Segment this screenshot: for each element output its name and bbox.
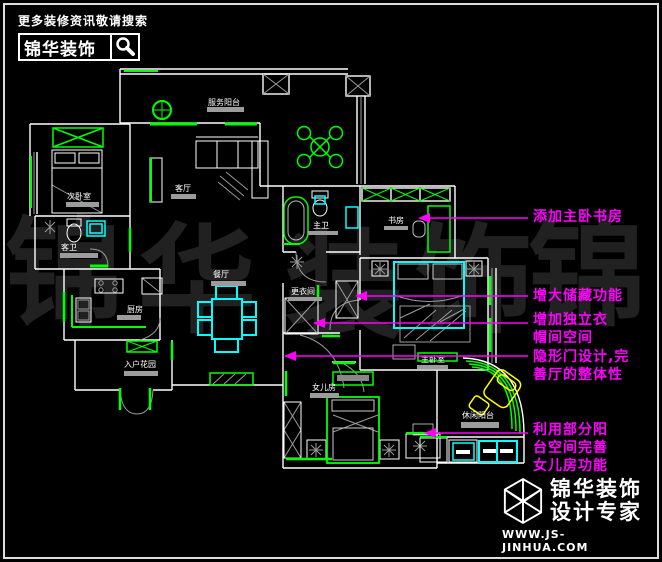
kitchen-sink xyxy=(75,297,92,323)
daughter-bed xyxy=(326,396,380,464)
bedroom-stool xyxy=(392,344,416,360)
room-label-living-room: 客厅 xyxy=(175,183,191,193)
annotation-leaders xyxy=(284,213,528,438)
dining-table xyxy=(197,285,257,353)
terrace-table xyxy=(296,125,344,169)
walls-layer xyxy=(29,68,525,469)
room-label-guest-bath: 客卫 xyxy=(61,242,77,252)
nightstand xyxy=(371,260,389,277)
room-label-secondary-bedroom: 次卧室 xyxy=(67,191,91,201)
plant xyxy=(152,100,172,120)
room-label-service-balcony: 服务阳台 xyxy=(208,97,240,107)
watermark-char: 装 xyxy=(285,217,404,356)
logo-brand: 锦华装饰 xyxy=(550,477,642,501)
header-tagline: 更多装修资讯敬请搜索 xyxy=(18,14,149,28)
guest-sink xyxy=(86,220,106,237)
daughter-pillow xyxy=(331,399,375,461)
room-label-entry-garden: 入户花园 xyxy=(124,359,156,369)
room-label-kitchen: 厨房 xyxy=(127,304,143,314)
fridge xyxy=(141,277,163,295)
daughter-wardrobe xyxy=(283,401,302,459)
cyan-layer xyxy=(86,195,518,463)
shower xyxy=(345,206,359,229)
room-label-daughter-room: 女儿房 xyxy=(312,382,336,392)
daughter-cabinet xyxy=(332,371,374,386)
lounge-chair xyxy=(468,369,522,416)
green-layer xyxy=(30,70,521,464)
room-labels: 服务阳台 次卧室 客厅 客卫 厨房 餐厅 入户花园 主卫 书房 更衣间 主卧室 … xyxy=(60,97,499,428)
header-banner: 更多装修资讯敬请搜索 锦华装饰 xyxy=(18,12,148,61)
annotation-balcony-use: 利用部分阳 台空间完善 女儿房功能 xyxy=(533,422,608,474)
room-label-master-bath: 主卫 xyxy=(313,220,329,230)
guest-toilet xyxy=(66,218,82,243)
wardrobe xyxy=(52,127,104,148)
logo-website: WWW.JS-JINHUA.COM xyxy=(502,528,589,554)
room-label-study: 书房 xyxy=(388,215,404,225)
logo-slogan: 设计专家 xyxy=(550,500,642,524)
bedroom-bench xyxy=(417,352,458,362)
nightstand xyxy=(379,439,400,460)
room-label-master-bedroom: 主卧室 xyxy=(421,354,445,364)
nightstand xyxy=(465,260,483,277)
annotation-storage: 增大储藏功能 xyxy=(533,288,623,304)
detail-layer xyxy=(33,73,493,459)
cube-logo-icon xyxy=(503,477,543,525)
room-label-leisure-balcony: 休闲阳台 xyxy=(462,410,494,420)
company-logo: 锦华装饰 设计专家 WWW.JS-JINHUA.COM xyxy=(502,477,650,555)
kitchen-stove xyxy=(94,278,124,294)
watermark-char: 饰 xyxy=(415,211,534,350)
secondary-bed xyxy=(51,149,103,214)
annotation-cloakroom: 增加独立衣 帽间空间 xyxy=(533,312,608,346)
room-label-dressing-room: 更衣间 xyxy=(291,286,315,296)
washer xyxy=(478,440,518,463)
magnifier-icon[interactable] xyxy=(112,36,138,58)
search-box[interactable]: 锦华装饰 xyxy=(18,33,140,61)
watermark-char: 锦 xyxy=(528,204,647,343)
master-toilet xyxy=(311,190,329,217)
sofa xyxy=(195,136,269,199)
study-chair xyxy=(412,220,426,238)
study-desk xyxy=(427,205,451,253)
bathtub xyxy=(283,196,309,245)
brand-name: 锦华装饰 xyxy=(24,39,96,60)
room-label-dining: 餐厅 xyxy=(213,270,229,279)
master-bed xyxy=(393,261,465,329)
annotation-add-study: 添加主卧书房 xyxy=(533,209,623,225)
divider xyxy=(110,35,112,59)
garden-planter xyxy=(126,340,158,353)
washer xyxy=(452,442,475,461)
annotation-hidden-door: 隐形门设计,完 善厅的整体性 xyxy=(533,349,630,383)
master-headboard xyxy=(397,263,463,280)
